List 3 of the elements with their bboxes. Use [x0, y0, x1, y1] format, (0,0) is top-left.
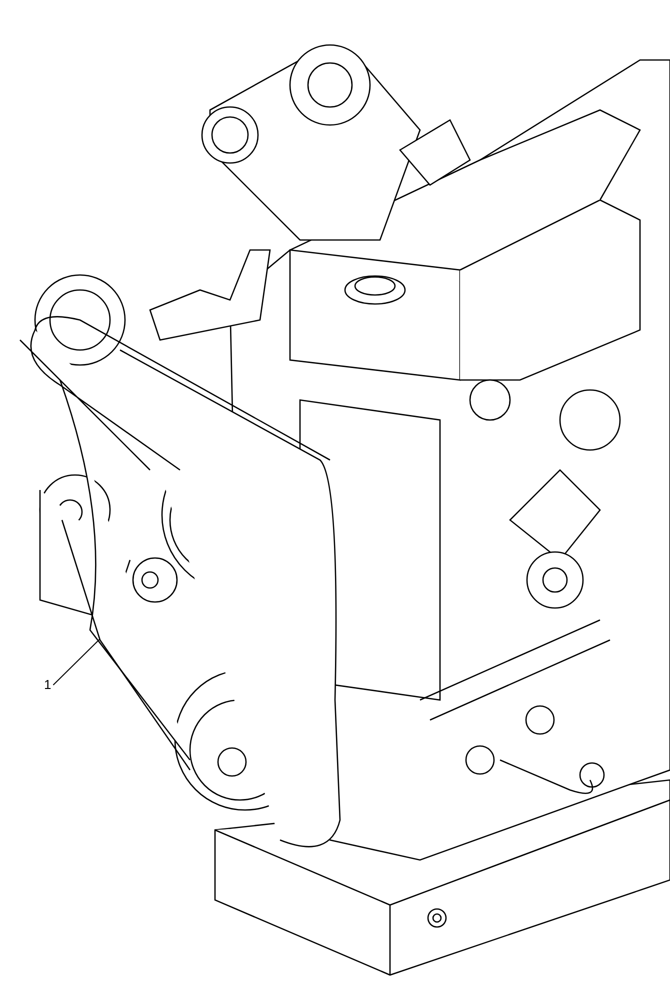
- belt-strand: [61, 520, 191, 770]
- callout-number: 1: [44, 678, 52, 692]
- leader-line: [52, 638, 100, 686]
